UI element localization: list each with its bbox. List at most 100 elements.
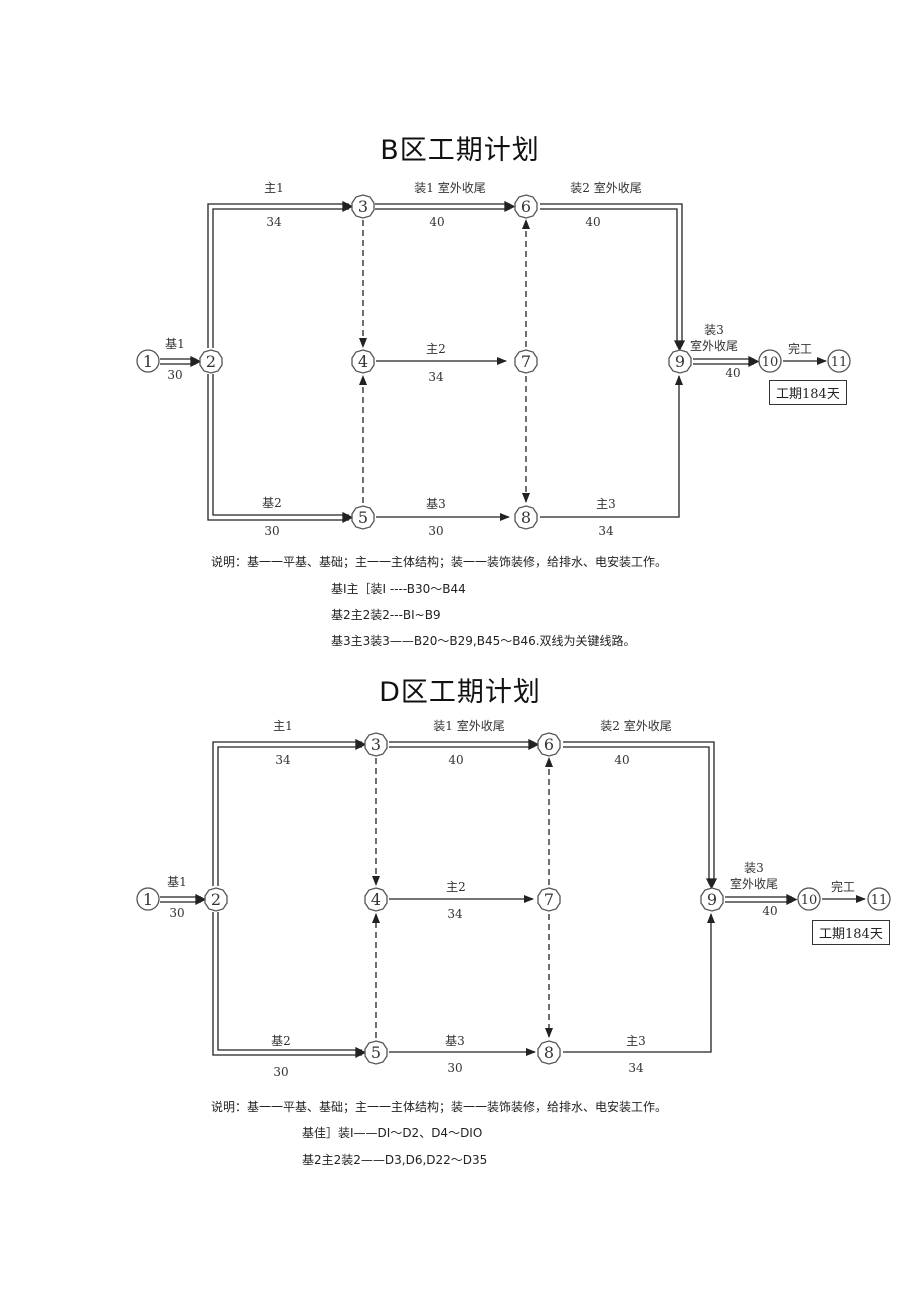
scope-note: 基3主3装3——B20～B29,B45～B46.双线为关键线路。 — [331, 634, 636, 648]
node-label: 2 — [211, 890, 221, 909]
node-circle — [136, 349, 160, 373]
activity-label: 基1 — [165, 337, 185, 351]
activity-label: 基3 — [426, 497, 446, 511]
node-label: 6 — [544, 735, 554, 754]
activity-label: 装1 室外收尾 — [414, 180, 485, 195]
edge-3-6 — [375, 200, 516, 213]
node-octagon — [537, 887, 561, 912]
node-octagon — [351, 349, 375, 374]
total-duration-box: 工期184天 — [769, 380, 847, 405]
node-octagon — [351, 194, 375, 219]
activity-label: 装2 室外收尾 — [570, 180, 641, 195]
activity-label: 装2 室外收尾 — [600, 718, 671, 733]
activity-duration: 34 — [628, 1061, 644, 1075]
edge-3-6 — [389, 738, 540, 751]
activity-duration: 40 — [762, 904, 777, 918]
activity-duration: 30 — [169, 906, 184, 920]
network-diagram-d: 1 2 3 4 5 6 7 8 9 10 11 基1 30 主1 34 基2 3… — [136, 718, 891, 1079]
scope-note: 基佳］装I——DI～D2、D4～DIO — [302, 1126, 483, 1140]
edge-6-9 — [563, 741, 718, 890]
diagram-title-b: B区工期计划 — [380, 135, 540, 166]
activity-label: 主3 — [596, 497, 616, 511]
edge-9-10 — [693, 355, 760, 368]
node-label: 7 — [544, 890, 554, 909]
node-circle — [758, 349, 782, 373]
node-octagon — [364, 1040, 388, 1065]
activity-label: 完工 — [788, 341, 812, 356]
node-label: 4 — [358, 352, 368, 371]
node-octagon — [537, 1040, 561, 1065]
diagram-title-d: D区工期计划 — [379, 677, 541, 708]
edge-2-3 — [207, 200, 354, 348]
edge-9-10 — [725, 893, 798, 906]
node-label: 11 — [831, 355, 848, 370]
node-octagon — [199, 349, 223, 374]
activity-duration: 34 — [275, 753, 291, 767]
legend-note: 说明：基一一平基、基础；主一一主体结构；装一一装饰装修，给排水、电安装工作。 — [211, 555, 668, 569]
activity-label: 基1 — [167, 875, 187, 889]
node-circle — [827, 349, 851, 373]
node-label: 8 — [521, 508, 531, 527]
activity-duration: 40 — [448, 753, 463, 767]
activity-duration: 34 — [266, 215, 282, 229]
node-octagon — [351, 505, 375, 530]
node-octagon — [364, 887, 388, 912]
node-label: 6 — [521, 197, 531, 216]
node-label: 7 — [521, 352, 531, 371]
activity-duration: 30 — [428, 524, 443, 538]
node-octagon — [364, 732, 388, 757]
activity-duration: 30 — [264, 524, 279, 538]
activity-label: 主3 — [626, 1034, 646, 1048]
node-label: 9 — [675, 352, 685, 371]
node-circle — [797, 887, 821, 911]
scope-note: 基2主2装2——D3,D6,D22～D35 — [302, 1153, 488, 1167]
node-label: 8 — [544, 1043, 554, 1062]
activity-duration: 30 — [273, 1065, 288, 1079]
activity-duration: 30 — [447, 1061, 462, 1075]
activity-label: 基2 — [262, 496, 282, 510]
edge-2-5 — [212, 912, 367, 1059]
node-circle — [136, 887, 160, 911]
total-duration-box: 工期184天 — [812, 920, 890, 945]
legend-note: 说明：基一一平基、基础；主一一主体结构；装一一装饰装修，给排水、电安装工作。 — [211, 1100, 668, 1114]
node-label: 11 — [871, 893, 888, 908]
node-label: 1 — [143, 890, 153, 909]
activity-label: 装3 — [744, 861, 764, 875]
node-label: 10 — [801, 893, 818, 908]
node-octagon — [514, 349, 538, 374]
activity-label: 主2 — [446, 880, 466, 894]
edge-1-2 — [160, 355, 202, 368]
node-label: 9 — [707, 890, 717, 909]
node-label: 5 — [358, 508, 368, 527]
edge-1-2 — [160, 893, 207, 906]
activity-label: 装1 室外收尾 — [433, 718, 504, 733]
activity-label: 主1 — [273, 719, 293, 733]
activity-label: 主2 — [426, 342, 446, 356]
node-octagon — [700, 887, 724, 912]
node-label: 3 — [371, 735, 381, 754]
activity-duration: 34 — [447, 907, 463, 921]
activity-duration: 34 — [428, 370, 444, 384]
edge-2-5 — [207, 374, 354, 524]
scope-note: 基I主［装I ----B30～B44 — [331, 582, 466, 596]
activity-label: 主1 — [264, 181, 284, 195]
node-octagon — [514, 194, 538, 219]
node-octagon — [537, 732, 561, 757]
activity-label: 装3 — [704, 323, 724, 337]
edge-6-9 — [540, 203, 686, 352]
edge-8-9 — [563, 913, 715, 1053]
node-label: 1 — [143, 352, 153, 371]
activity-duration: 30 — [167, 368, 182, 382]
node-label: 2 — [206, 352, 216, 371]
activity-duration: 34 — [598, 524, 614, 538]
node-octagon — [668, 349, 692, 374]
node-label: 4 — [371, 890, 381, 909]
activity-duration: 40 — [585, 215, 600, 229]
activity-label-line2: 室外收尾 — [730, 876, 778, 891]
activity-duration: 40 — [725, 366, 740, 380]
activity-label: 完工 — [831, 879, 855, 894]
activity-label: 基3 — [445, 1034, 465, 1048]
activity-duration: 40 — [429, 215, 444, 229]
node-circle — [867, 887, 891, 911]
activity-duration: 40 — [614, 753, 629, 767]
